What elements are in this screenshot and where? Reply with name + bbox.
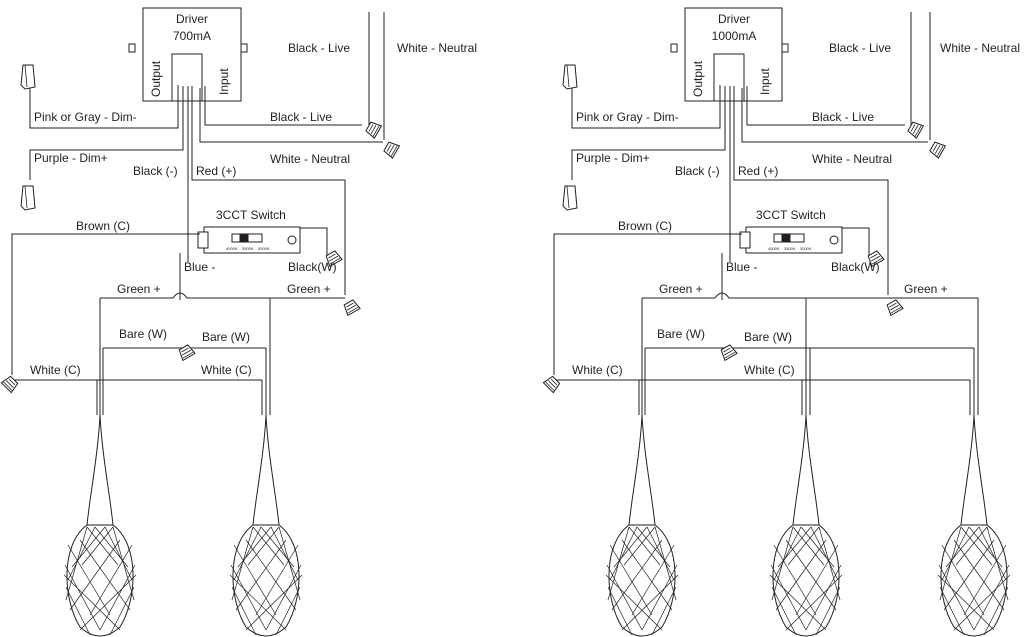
pendant-light-icon xyxy=(605,414,679,637)
wire-nut-icon xyxy=(718,343,738,361)
mains-black-live-label: Black - Live xyxy=(288,41,350,55)
black-w-label: Black(W) xyxy=(288,260,337,274)
wire-nut-icon xyxy=(906,119,924,139)
wire-nut-icon xyxy=(884,298,904,316)
mains-white-neutral-label: White - Neutral xyxy=(397,41,477,55)
pendant-light-icon xyxy=(229,414,303,637)
pendant-light-icon xyxy=(937,414,1011,637)
mains-white-neutral-label: White - Neutral xyxy=(940,41,1020,55)
svg-text:3000K: 3000K xyxy=(800,246,812,251)
dim-clip-icon xyxy=(20,64,36,90)
dim-clip-icon xyxy=(562,185,578,211)
white-c-label-2: White (C) xyxy=(744,363,795,377)
dim-clip-icon xyxy=(562,64,578,90)
dim-minus-label: Pink or Gray - Dim- xyxy=(34,110,137,124)
driver-red-plus-label: Red (+) xyxy=(196,164,236,178)
green-plus-label-1: Green + xyxy=(659,282,703,296)
blue-minus-label: Blue - xyxy=(726,260,757,274)
driver-input-label: Input xyxy=(758,68,772,95)
dim-plus-label: Purple - Dim+ xyxy=(34,151,108,165)
white-c-label-1: White (C) xyxy=(30,363,81,377)
input-white-neutral-label: White - Neutral xyxy=(812,152,892,166)
blue-minus-label: Blue - xyxy=(184,260,215,274)
svg-text:4000K: 4000K xyxy=(768,246,780,251)
switch-title: 3CCT Switch xyxy=(216,208,286,222)
green-plus-label-1: Green + xyxy=(117,282,161,296)
driver-red-plus-label: Red (+) xyxy=(738,164,778,178)
wire-nut-icon xyxy=(542,374,562,394)
dim-minus-label: Pink or Gray - Dim- xyxy=(576,110,679,124)
dim-plus-label: Purple - Dim+ xyxy=(576,151,650,165)
svg-text:3500K: 3500K xyxy=(242,246,254,251)
wire-nut-icon xyxy=(364,119,382,139)
driver-output-label: Output xyxy=(691,60,705,97)
driver-terminal-block xyxy=(171,53,203,102)
mains-black-live-label: Black - Live xyxy=(829,41,891,55)
svg-text:4000K: 4000K xyxy=(226,246,238,251)
white-c-label-2: White (C) xyxy=(201,363,252,377)
driver-rating: 1000mA xyxy=(712,29,757,43)
input-black-live-label: Black - Live xyxy=(270,110,332,124)
driver-input-label: Input xyxy=(217,68,231,95)
brown-c-label: Brown (C) xyxy=(618,219,672,233)
driver-terminal-block xyxy=(713,53,745,102)
left-diagram: Driver 700mA Output Input Black - Live W… xyxy=(0,7,477,637)
driver-title: Driver xyxy=(718,12,750,26)
brown-c-label: Brown (C) xyxy=(76,219,130,233)
svg-text:3500K: 3500K xyxy=(784,246,796,251)
driver-black-minus-label: Black (-) xyxy=(133,164,178,178)
driver-output-label: Output xyxy=(149,60,163,97)
wire-nut-icon xyxy=(0,374,20,394)
wire-nut-icon xyxy=(928,139,946,159)
green-plus-label-2: Green + xyxy=(904,282,948,296)
black-w-label: Black(W) xyxy=(831,260,880,274)
pendant-light-icon xyxy=(769,414,843,637)
bare-w-label-2: Bare (W) xyxy=(202,330,250,344)
green-plus-label-2: Green + xyxy=(287,282,331,296)
pendant-light-icon xyxy=(63,414,137,637)
svg-text:3000K: 3000K xyxy=(258,246,270,251)
switch-title: 3CCT Switch xyxy=(756,208,826,222)
right-diagram: Driver 1000mA Output Input Black - Live … xyxy=(542,7,1020,637)
dim-clip-icon xyxy=(20,185,36,211)
white-c-label-1: White (C) xyxy=(572,363,623,377)
driver-title: Driver xyxy=(176,12,208,26)
bare-w-label-1: Bare (W) xyxy=(657,327,705,341)
input-black-live-label: Black - Live xyxy=(812,110,874,124)
wire-nut-icon xyxy=(341,298,361,316)
bare-w-label-1: Bare (W) xyxy=(119,327,167,341)
wire-nut-icon xyxy=(176,343,196,361)
bare-w-label-2: Bare (W) xyxy=(744,330,792,344)
driver-black-minus-label: Black (-) xyxy=(675,164,720,178)
input-white-neutral-label: White - Neutral xyxy=(270,152,350,166)
wire-nut-icon xyxy=(382,139,400,159)
driver-rating: 700mA xyxy=(173,29,211,43)
